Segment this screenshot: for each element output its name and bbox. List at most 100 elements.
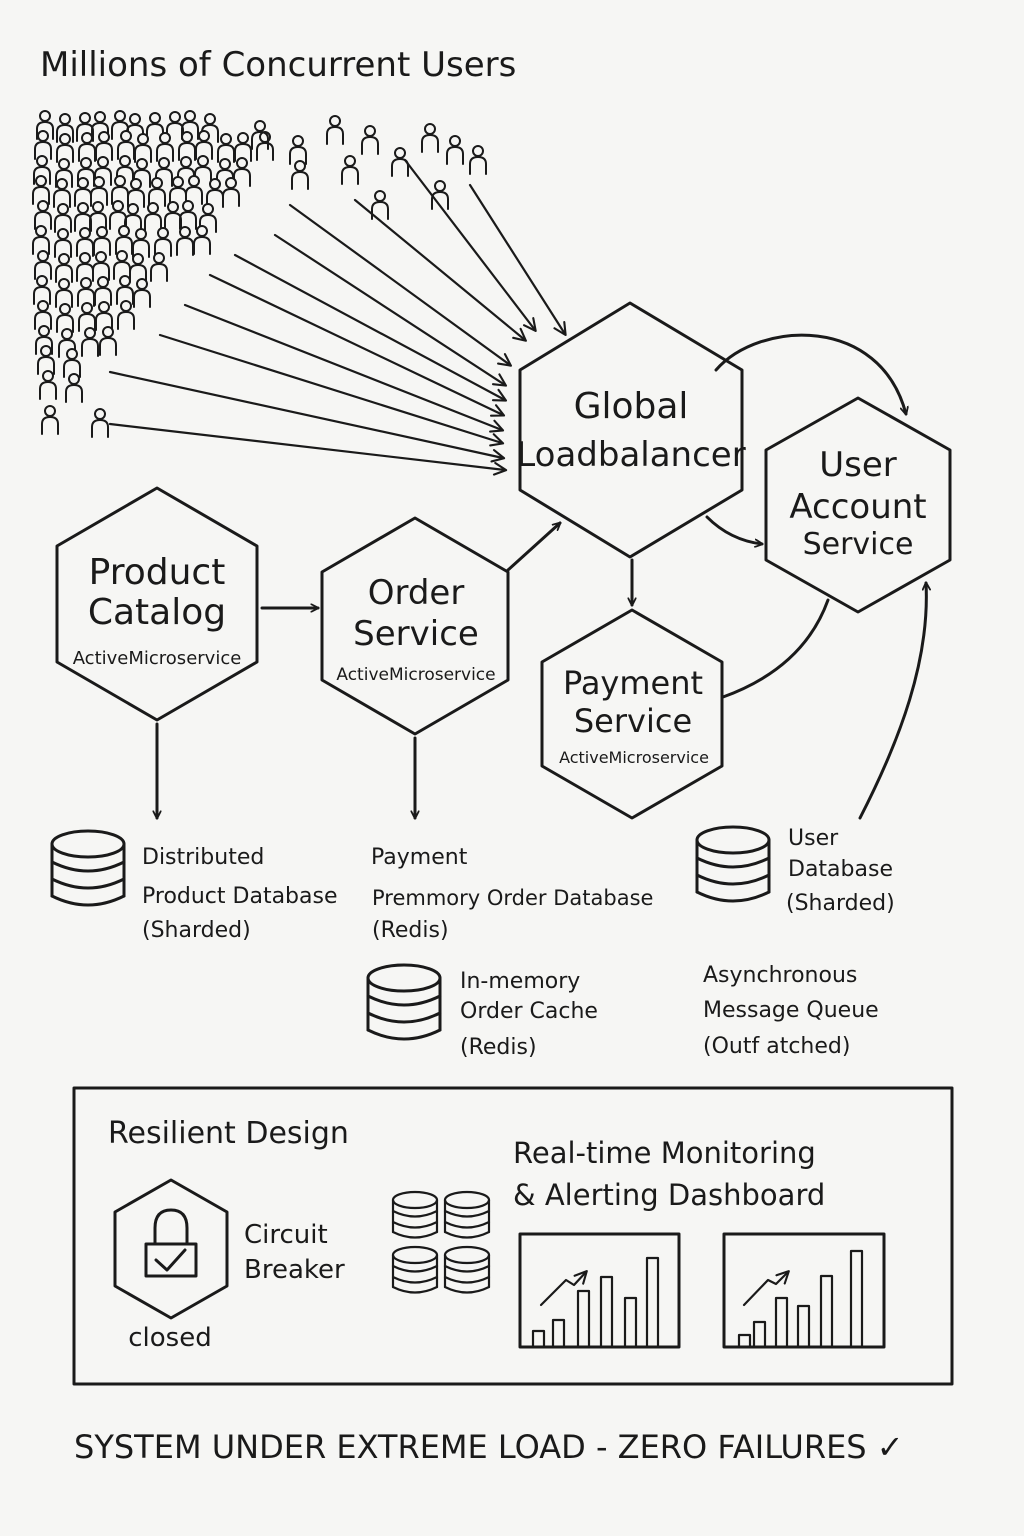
person-icon — [34, 130, 52, 160]
person-icon — [115, 225, 133, 255]
monitoring-label-1: Real-time Monitoring — [513, 1136, 816, 1170]
order-db-label-2: Premmory Order Database — [372, 886, 653, 910]
global-loadbalancer-label-1: Global — [574, 386, 689, 427]
person-icon — [91, 408, 109, 438]
database-icon — [695, 825, 771, 903]
person-icon — [41, 405, 59, 435]
dashboard-chart-2 — [722, 1232, 886, 1349]
database-icon — [366, 963, 442, 1041]
circuit-breaker-state: closed — [128, 1323, 211, 1353]
person-icon — [113, 250, 131, 280]
database-icon — [50, 829, 126, 907]
traffic-arrows — [108, 158, 567, 476]
lock-check-icon — [144, 1208, 198, 1278]
user-account-label-2: Account — [789, 487, 926, 527]
user-database: User Database (Sharded) — [695, 825, 895, 916]
person-icon — [53, 178, 71, 208]
person-icon — [74, 202, 92, 232]
person-icon — [109, 200, 127, 230]
user-account-label-3: Service — [803, 527, 914, 562]
payment-service-sub: ActiveMicroservice — [559, 748, 709, 767]
person-icon — [92, 251, 110, 281]
product-database: Distributed Product Database (Sharded) — [50, 829, 338, 943]
person-icon — [78, 302, 96, 332]
database-icon — [391, 1245, 439, 1294]
person-icon — [111, 175, 129, 205]
monitoring-label-2: & Alerting Dashboard — [513, 1178, 825, 1212]
person-icon — [234, 132, 252, 162]
message-queue-label-3: (Outf atched) — [703, 1034, 850, 1059]
person-icon — [222, 177, 240, 207]
resilient-design-panel: Resilient Design Circuit Breaker closed … — [72, 1086, 954, 1386]
payment-service-label-1: Payment — [563, 664, 703, 702]
user-account-label-1: User — [819, 445, 897, 485]
person-icon — [206, 178, 224, 208]
person-icon — [469, 145, 487, 175]
order-cache-label-3: (Redis) — [460, 1035, 537, 1060]
order-service-label-1: Order — [368, 573, 465, 613]
person-icon — [179, 200, 197, 230]
bar-chart-icon — [737, 1249, 864, 1349]
order-db-label-3: (Redis) — [372, 918, 449, 943]
circuit-breaker: Circuit Breaker closed — [113, 1178, 345, 1353]
order-cache-label-2: Order Cache — [460, 999, 598, 1024]
order-cache-label-1: In-memory — [460, 969, 580, 994]
order-service-node: Order Service ActiveMicroservice — [320, 516, 510, 736]
person-icon — [421, 123, 439, 153]
replicated-databases — [391, 1190, 491, 1294]
person-icon — [116, 275, 134, 305]
user-db-label-2: Database — [788, 857, 893, 882]
person-icon — [117, 300, 135, 330]
user-account-service-node: User Account Service — [764, 396, 952, 614]
user-db-label-3: (Sharded) — [786, 891, 895, 916]
order-db-label-1: Payment — [371, 845, 468, 870]
person-icon — [54, 228, 72, 258]
person-icon — [127, 178, 145, 208]
service-connections — [157, 333, 926, 820]
person-icon — [132, 228, 150, 258]
person-icon — [76, 252, 94, 282]
person-icon — [76, 227, 94, 257]
message-queue-label-1: Asynchronous — [703, 963, 857, 988]
person-icon — [117, 130, 135, 160]
person-icon — [446, 135, 464, 165]
person-icon — [133, 278, 151, 308]
person-icon — [217, 133, 235, 163]
database-icon — [391, 1190, 439, 1239]
order-service-sub: ActiveMicroservice — [336, 665, 495, 685]
product-db-label-2: Product Database — [142, 884, 338, 909]
product-catalog-sub: ActiveMicroservice — [73, 648, 242, 669]
person-icon — [63, 348, 81, 378]
person-icon — [156, 132, 174, 162]
person-icon — [164, 201, 182, 231]
global-loadbalancer-node: Global Loadbalancer — [516, 301, 746, 559]
person-icon — [150, 252, 168, 282]
person-icon — [55, 253, 73, 283]
person-icon — [291, 160, 309, 190]
user-db-label-1: User — [788, 826, 839, 851]
person-icon — [341, 155, 359, 185]
message-queue-label-2: Message Queue — [703, 998, 879, 1023]
person-icon — [176, 226, 194, 256]
payment-service-label-2: Service — [574, 702, 692, 740]
person-icon — [134, 133, 152, 163]
person-icon — [78, 132, 96, 162]
person-icon — [65, 373, 83, 403]
user-crowd — [32, 110, 487, 438]
person-icon — [34, 250, 52, 280]
person-icon — [289, 135, 307, 165]
order-cache: In-memory Order Cache (Redis) — [366, 963, 598, 1060]
person-icon — [33, 275, 51, 305]
product-db-label-1: Distributed — [142, 845, 264, 870]
order-service-label-2: Service — [353, 614, 479, 654]
database-icon — [443, 1245, 491, 1294]
bar-chart-icon — [531, 1256, 660, 1349]
person-icon — [361, 125, 379, 155]
product-catalog-node: Product Catalog ActiveMicroservice — [55, 486, 259, 722]
person-icon — [178, 131, 196, 161]
person-icon — [195, 130, 213, 160]
person-icon — [81, 327, 99, 357]
footer-status: SYSTEM UNDER EXTREME LOAD - ZERO FAILURE… — [74, 1428, 904, 1466]
product-catalog-label-2: Catalog — [88, 592, 226, 633]
